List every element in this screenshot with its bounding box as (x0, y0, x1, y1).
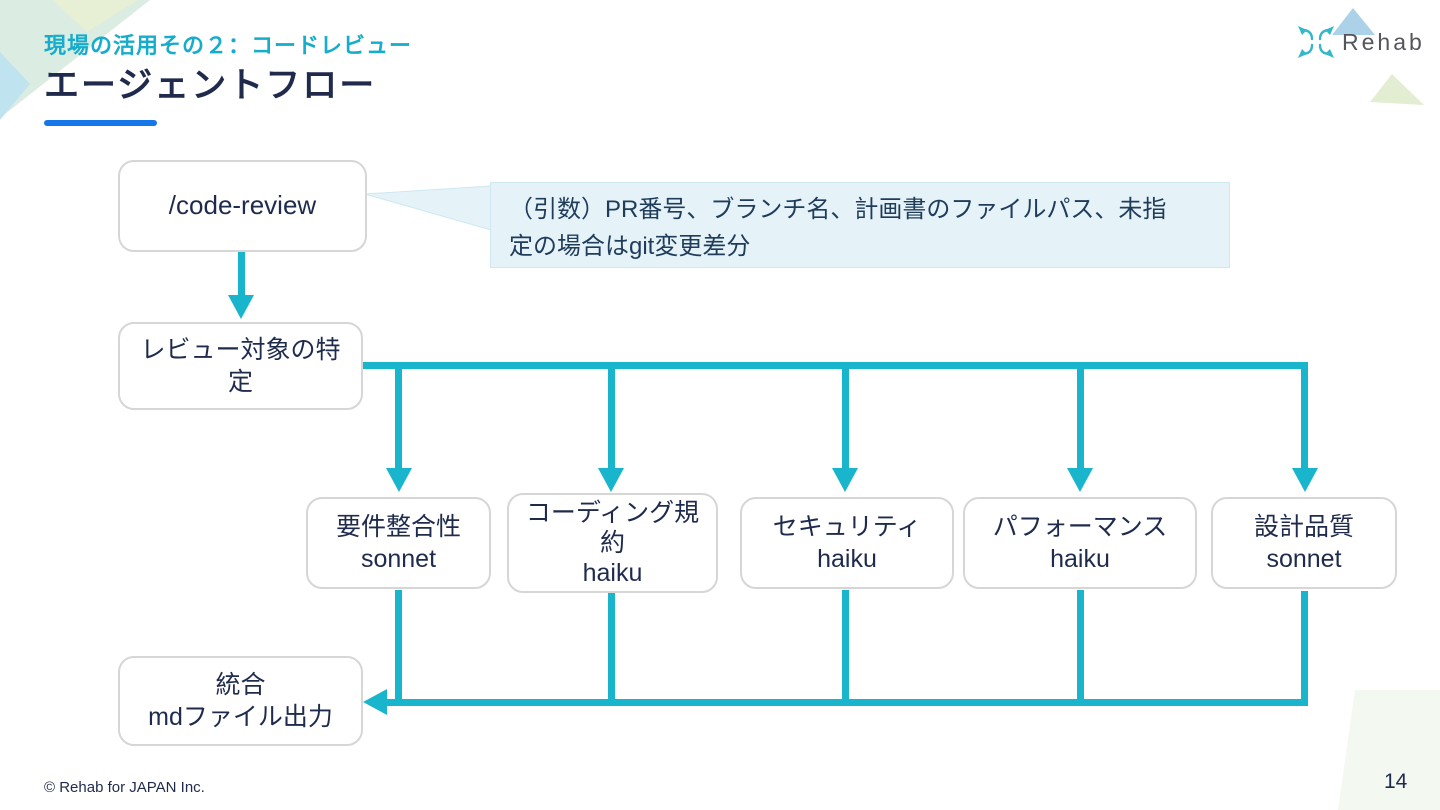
agent-name: セキュリティ (772, 513, 922, 541)
node-merge-line2: mdファイル出力 (148, 703, 333, 731)
node-agent-security: セキュリティ haiku (740, 497, 954, 589)
connector-start-to-step2 (238, 251, 245, 297)
merge-drop-3 (842, 590, 849, 703)
merge-drop-1 (395, 590, 402, 703)
agent-name: パフォーマンス (992, 513, 1168, 541)
agent-model: haiku (817, 545, 877, 573)
node-review-target: レビュー対象の特定 (118, 322, 363, 410)
agent-model: sonnet (1266, 545, 1342, 573)
node-code-review-label: /code-review (168, 190, 317, 221)
page-title: エージェントフロー (44, 66, 377, 105)
merge-drop-2 (608, 591, 615, 703)
rehab-logo-icon (1298, 26, 1334, 58)
merge-line (386, 699, 1308, 706)
fanout-drop-4 (1077, 366, 1084, 470)
node-agent-design-quality: 設計品質 sonnet (1211, 497, 1397, 589)
node-agent-requirements: 要件整合性 sonnet (306, 497, 491, 589)
agent-model: haiku (1050, 545, 1110, 573)
agent-name: コーディング規約 (525, 499, 700, 557)
callout-arguments: （引数）PR番号、ブランチ名、計画書のファイルパス、未指定の場合はgit変更差分 (490, 182, 1230, 268)
agent-model: sonnet (360, 545, 437, 573)
fanout-drop-1 (395, 366, 402, 470)
slide-kicker: 現場の活用その２：コードレビュー (44, 33, 413, 58)
agent-model: haiku (582, 559, 643, 587)
fanout-arrowhead-4 (1067, 468, 1093, 492)
fanout-drop-2 (608, 366, 615, 470)
arrowhead-start-to-step2 (228, 295, 254, 319)
fanout-line (362, 362, 1308, 369)
callout-text: （引数）PR番号、ブランチ名、計画書のファイルパス、未指定の場合はgit変更差分 (509, 196, 1167, 260)
title-underline (44, 120, 157, 126)
node-merge-output: 統合 mdファイル出力 (118, 656, 363, 746)
fanout-drop-5 (1301, 366, 1308, 470)
copyright: © Rehab for JAPAN Inc. (44, 779, 205, 796)
decor-triangles-top-right (1332, 8, 1424, 105)
rehab-logo-text: Rehab (1342, 28, 1425, 55)
node-agent-coding-rules: コーディング規約 haiku (507, 493, 718, 593)
node-merge-line1: 統合 (215, 671, 266, 699)
callout-pointer (365, 185, 492, 231)
fanout-arrowhead-2 (598, 468, 624, 492)
agent-name: 設計品質 (1253, 513, 1354, 541)
node-code-review: /code-review (118, 160, 367, 252)
merge-drop-4 (1077, 590, 1084, 703)
agent-name: 要件整合性 (335, 513, 461, 541)
fanout-arrowhead-5 (1292, 468, 1318, 492)
merge-arrowhead (363, 689, 387, 715)
page-number: 14 (1384, 770, 1408, 793)
merge-drop-5 (1301, 591, 1308, 703)
fanout-arrowhead-1 (386, 468, 412, 492)
node-review-target-label: レビュー対象の特定 (140, 336, 341, 396)
node-agent-performance: パフォーマンス haiku (963, 497, 1197, 589)
fanout-arrowhead-3 (832, 468, 858, 492)
fanout-drop-3 (842, 366, 849, 470)
rehab-logo: Rehab (1298, 26, 1425, 58)
